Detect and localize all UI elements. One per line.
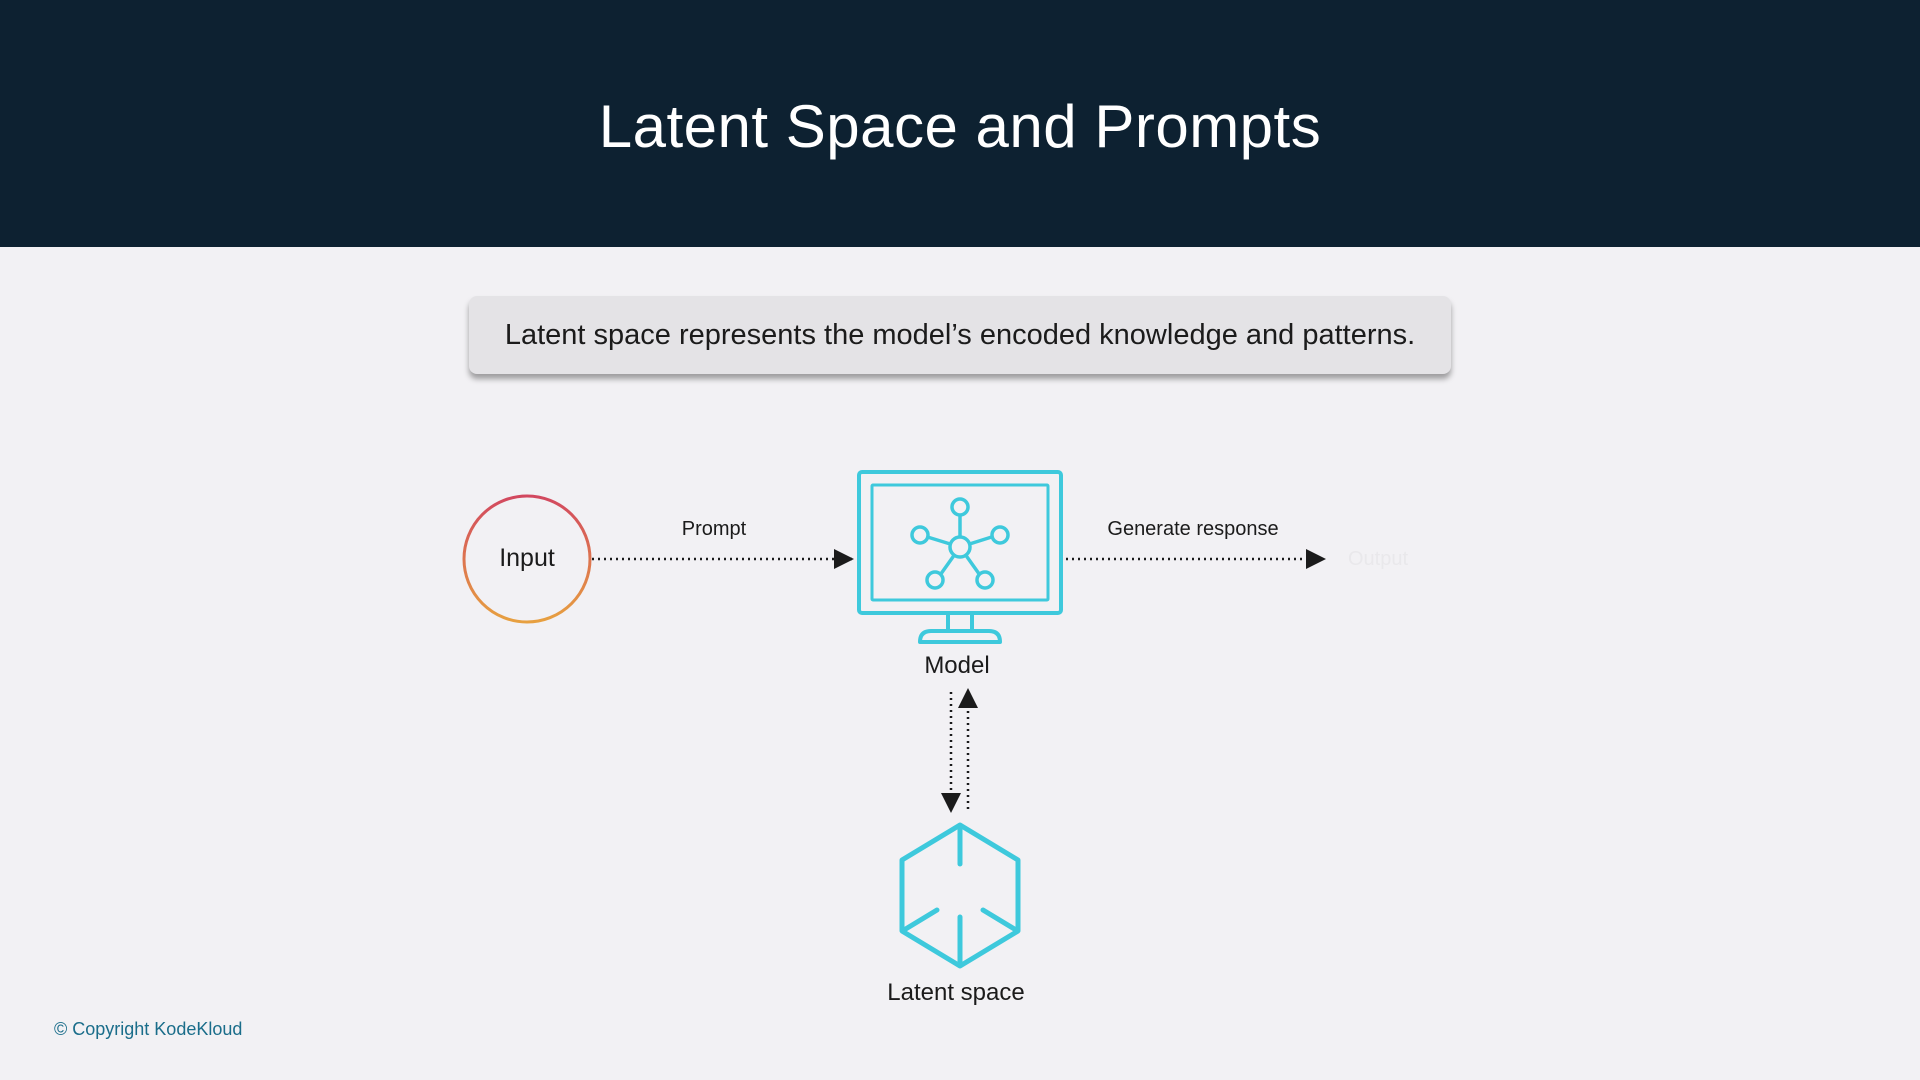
latent-space-node-label: Latent space — [887, 979, 1025, 1006]
output-node-label: Output — [1348, 548, 1409, 570]
page-title: Latent Space and Prompts — [598, 93, 1322, 160]
cube-icon — [899, 822, 1021, 969]
header-bar: Latent Space and Prompts — [0, 0, 1920, 247]
prompt-edge-label: Prompt — [681, 518, 747, 540]
callout-text: Latent space represents the model’s enco… — [504, 318, 1416, 351]
model-node-label: Model — [924, 652, 990, 679]
copyright-notice: © Copyright KodeKloud — [54, 1019, 243, 1039]
monitor-network-icon — [857, 470, 1063, 644]
input-node-label: Input — [499, 544, 555, 572]
slide-content: Latent space represents the model’s enco… — [0, 247, 1920, 1080]
input-node — [462, 494, 592, 624]
callout-box: Latent space represents the model’s enco… — [469, 296, 1451, 374]
diagram-canvas — [462, 470, 1326, 969]
generate-response-edge-label: Generate response — [1107, 518, 1279, 540]
